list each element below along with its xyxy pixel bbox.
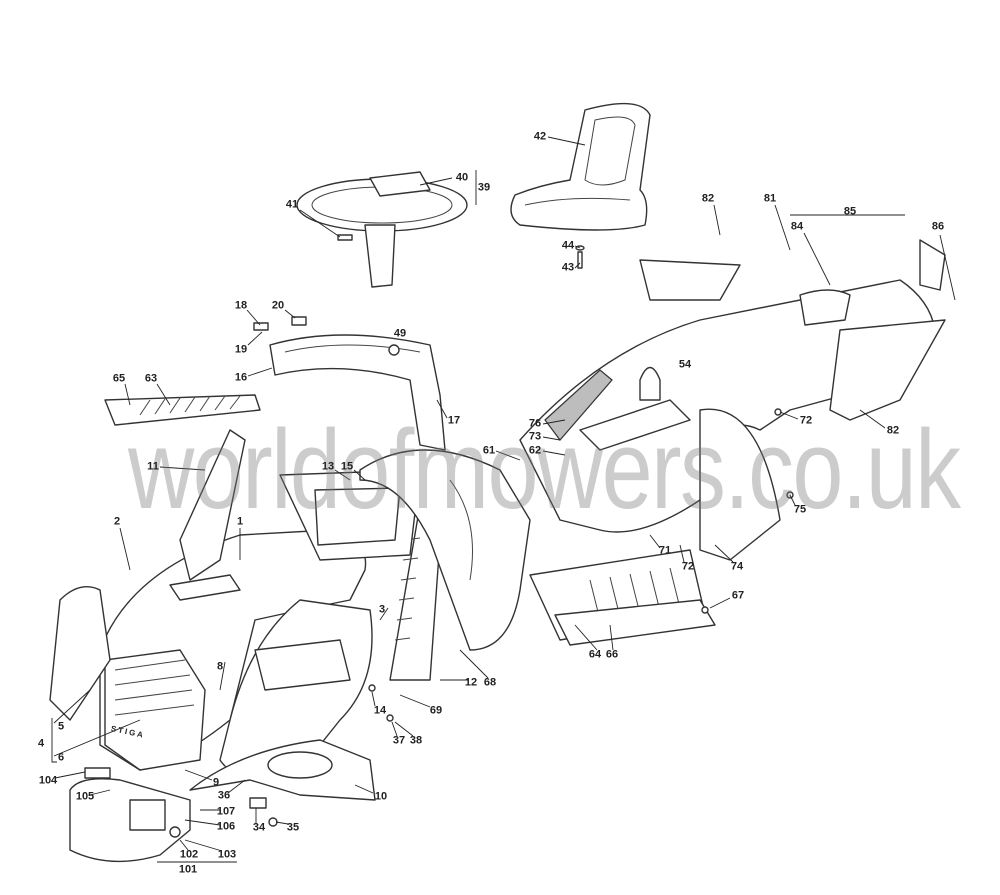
callout-15: 15 bbox=[340, 460, 354, 473]
callout-81: 81 bbox=[763, 192, 777, 205]
callout-2: 2 bbox=[113, 515, 121, 528]
callout-9: 9 bbox=[212, 776, 220, 789]
callout-14: 14 bbox=[373, 704, 387, 717]
side-grille bbox=[104, 394, 261, 426]
callout-72: 72 bbox=[799, 414, 813, 427]
callout-107: 107 bbox=[216, 805, 236, 818]
hood bbox=[49, 529, 367, 771]
callout-74: 74 bbox=[730, 560, 744, 573]
callout-101: 101 bbox=[178, 863, 198, 876]
callout-36: 36 bbox=[217, 789, 231, 802]
front-fender bbox=[359, 449, 531, 651]
callout-72: 72 bbox=[681, 560, 695, 573]
callout-104: 104 bbox=[38, 774, 58, 787]
callout-82: 82 bbox=[886, 424, 900, 437]
callout-66: 66 bbox=[605, 648, 619, 661]
callout-73: 73 bbox=[528, 430, 542, 443]
callout-39: 39 bbox=[477, 181, 491, 194]
callout-44: 44 bbox=[561, 239, 575, 252]
callout-43: 43 bbox=[561, 261, 575, 274]
dashboard bbox=[253, 316, 446, 451]
callout-8: 8 bbox=[216, 660, 224, 673]
callout-102: 102 bbox=[179, 848, 199, 861]
rear-fender bbox=[519, 239, 946, 561]
callout-41: 41 bbox=[285, 198, 299, 211]
callout-68: 68 bbox=[483, 676, 497, 689]
callout-34: 34 bbox=[252, 821, 266, 834]
callout-71: 71 bbox=[658, 544, 672, 557]
callout-18: 18 bbox=[234, 299, 248, 312]
callout-86: 86 bbox=[931, 220, 945, 233]
callout-106: 106 bbox=[216, 820, 236, 833]
callout-69: 69 bbox=[429, 704, 443, 717]
callout-103: 103 bbox=[217, 848, 237, 861]
leader-lines bbox=[51, 136, 956, 863]
callout-5: 5 bbox=[57, 720, 65, 733]
callout-62: 62 bbox=[528, 444, 542, 457]
callout-82: 82 bbox=[701, 192, 715, 205]
callout-67: 67 bbox=[731, 589, 745, 602]
callout-1: 1 bbox=[236, 515, 244, 528]
callout-65: 65 bbox=[112, 372, 126, 385]
callout-54: 54 bbox=[678, 358, 692, 371]
steering-wheel bbox=[296, 171, 468, 288]
callout-17: 17 bbox=[447, 414, 461, 427]
seat bbox=[510, 102, 651, 231]
seat-bolt bbox=[575, 245, 585, 269]
callout-49: 49 bbox=[393, 327, 407, 340]
callout-76: 76 bbox=[528, 417, 542, 430]
watermark: worldofmowers.co.uk bbox=[128, 407, 961, 532]
callout-64: 64 bbox=[588, 648, 602, 661]
callout-3: 3 bbox=[378, 603, 386, 616]
callout-38: 38 bbox=[409, 734, 423, 747]
callout-6: 6 bbox=[57, 751, 65, 764]
callout-4: 4 bbox=[37, 737, 45, 750]
callout-85: 85 bbox=[843, 205, 857, 218]
callout-13: 13 bbox=[321, 460, 335, 473]
callout-105: 105 bbox=[75, 790, 95, 803]
footboard bbox=[529, 549, 716, 646]
callout-61: 61 bbox=[482, 444, 496, 457]
callout-63: 63 bbox=[144, 372, 158, 385]
callout-40: 40 bbox=[455, 171, 469, 184]
callout-20: 20 bbox=[271, 299, 285, 312]
callout-35: 35 bbox=[286, 821, 300, 834]
callout-42: 42 bbox=[533, 130, 547, 143]
dash-panel bbox=[279, 469, 421, 561]
callout-19: 19 bbox=[234, 343, 248, 356]
front-bumper bbox=[69, 767, 191, 863]
callout-10: 10 bbox=[374, 790, 388, 803]
callout-16: 16 bbox=[234, 371, 248, 384]
callout-12: 12 bbox=[464, 676, 478, 689]
lower-console bbox=[189, 599, 376, 801]
callout-84: 84 bbox=[790, 220, 804, 233]
callout-37: 37 bbox=[392, 734, 406, 747]
callout-75: 75 bbox=[793, 503, 807, 516]
callout-11: 11 bbox=[147, 460, 159, 473]
